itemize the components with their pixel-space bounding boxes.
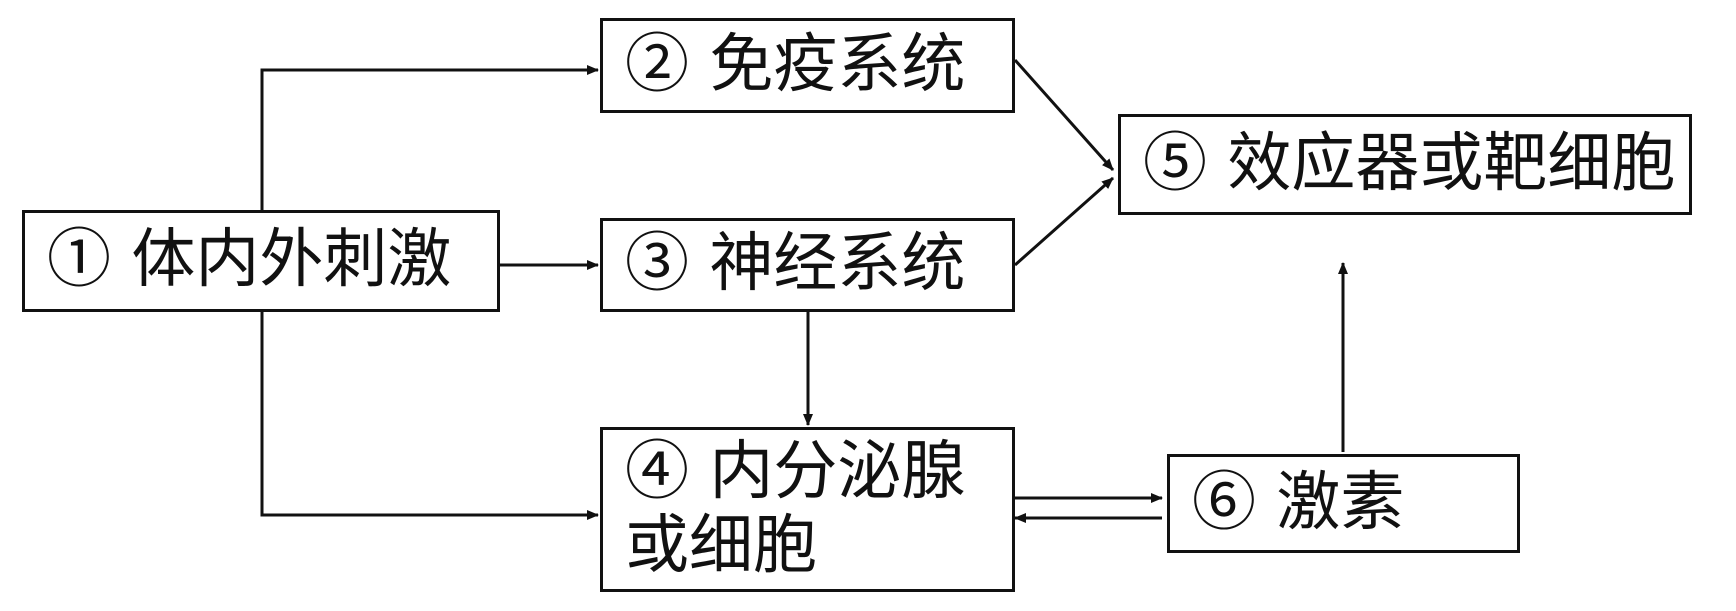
node-endocrine: ④ 内分泌腺或细胞 bbox=[600, 427, 1015, 592]
node-immune: ② 免疫系统 bbox=[600, 18, 1015, 113]
edge-stimulus-to-immune bbox=[260, 65, 599, 210]
node-effector-label: ⑤ 效应器或靶细胞 bbox=[1143, 126, 1676, 201]
edge-stimulus-to-endocrine bbox=[260, 312, 599, 520]
node-nervous: ③ 神经系统 bbox=[600, 218, 1015, 312]
node-immune-label: ② 免疫系统 bbox=[625, 27, 966, 102]
node-effector: ⑤ 效应器或靶细胞 bbox=[1118, 114, 1692, 215]
node-stimulus-label: ① 体内外刺激 bbox=[47, 223, 452, 298]
node-endocrine-label: ④ 内分泌腺或细胞 bbox=[625, 434, 966, 583]
node-stimulus: ① 体内外刺激 bbox=[22, 210, 500, 312]
node-nervous-label: ③ 神经系统 bbox=[625, 227, 966, 302]
node-hormone-label: ⑥ 激素 bbox=[1192, 465, 1405, 540]
node-hormone: ⑥ 激素 bbox=[1167, 454, 1520, 553]
edge-immune-to-effector bbox=[1013, 59, 1115, 171]
edge-nervous-to-effector bbox=[1014, 176, 1114, 267]
